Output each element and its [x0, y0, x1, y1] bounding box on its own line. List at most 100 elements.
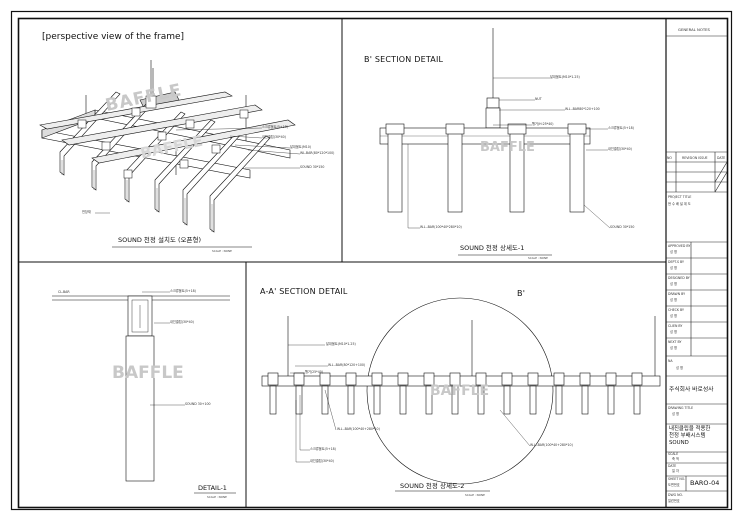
watermark-section-b: BAFFLE	[480, 140, 535, 155]
baffle-clip	[267, 372, 279, 386]
baffle-clip	[527, 372, 539, 386]
watermark-section-a: BAFFLE	[430, 383, 490, 399]
drawing-title-value: 성 명	[672, 412, 679, 416]
rev-header-issue: REVISION ISSUE	[682, 156, 708, 160]
section-b-callout-2: NUT	[535, 97, 542, 101]
role-designed-label: DESIGNED BY	[668, 276, 690, 280]
role-clien-name: 성 명	[670, 330, 677, 334]
detail1-callout-1: 스크류볼트(5+18)	[170, 289, 196, 293]
role-drawn-name: 성 명	[670, 298, 677, 302]
detail1-callout-2: 내진클립(30*40)	[170, 320, 194, 324]
dwg-label: DWG NO.	[668, 493, 683, 497]
baffle-panel	[581, 385, 589, 415]
baffle-panel	[451, 385, 459, 415]
baffle-clip	[319, 372, 331, 386]
section-a-callout-4: W.L.-BAR(100*40+280*10)	[337, 427, 380, 431]
baffle-panel	[607, 385, 615, 415]
section-b-callout-4: 행거(H:25*40)	[532, 122, 554, 126]
baffle-panel	[373, 385, 381, 415]
rev-header-no: NO	[667, 156, 672, 160]
section-a-callout-7: W.L.-BAR(100*40+280*10)	[530, 443, 573, 447]
role-na-label: NA	[668, 359, 673, 363]
detail1-callout-3: SOUND 30+100	[185, 402, 211, 406]
role-next-name: 성 명	[670, 346, 677, 350]
perspective-callout-3: 달대볼트(M10)	[290, 145, 312, 149]
perspective-caption: SOUND 천정 설치도 (오픈형)	[118, 236, 201, 244]
section-a-heading: A-A' SECTION DETAIL	[260, 287, 348, 296]
role-drawn-label: DRAWN BY	[668, 292, 686, 296]
project-title-label: PROJECT TITLE	[668, 195, 692, 199]
baffle-clip	[631, 372, 643, 386]
baffle-clip	[345, 372, 357, 386]
baffle-clip	[397, 372, 409, 386]
sheet-label: SHEET NO.	[668, 477, 686, 481]
section-b-caption: SOUND 천정 상세도-1	[460, 244, 525, 252]
baffle-panel	[425, 385, 433, 415]
drawing-name-line-2: 천정 부배시스템	[669, 433, 706, 439]
detail1-caption: DETAIL-1	[198, 484, 227, 492]
section-a-drawing	[261, 297, 661, 485]
detail1-left-label: CL-BAR	[58, 290, 70, 294]
section-b-callout-7: 내진클립(30*40)	[608, 147, 632, 151]
date-value: 일 자	[672, 469, 679, 473]
perspective-callout-5: SOUND 30*150	[300, 165, 325, 169]
baffle-panel	[555, 385, 563, 415]
baffle-panel	[399, 385, 407, 415]
watermark-detail1: BAFFLE	[112, 363, 184, 383]
baffle-clip	[449, 372, 461, 386]
baffle-panel	[633, 385, 641, 415]
project-title-value: 현 수 배 설 계 도	[668, 202, 691, 206]
section-a-callout-1: 달대볼트(M10*1.25)	[326, 342, 356, 346]
section-b-callout-3: W.L.-BAR80*120+100	[565, 107, 600, 111]
baffle-clip	[553, 372, 565, 386]
section-b-callout-5: 스크류볼트(5+18)	[608, 126, 634, 130]
section-b-scale: SCALE : NONE	[528, 256, 548, 260]
perspective-heading: [perspective view of the frame]	[42, 32, 185, 42]
section-a-scale: SCALE : NONE	[465, 493, 485, 497]
detail1-drawing	[52, 291, 230, 482]
role-na-name: 성 명	[676, 366, 683, 370]
section-a-callout-6: 내진클립(30*40)	[310, 459, 334, 463]
baffle-clip	[579, 372, 591, 386]
section-b-callout-1: 달대볼트(M10*1.25)	[550, 75, 580, 79]
perspective-callout-1: 스크류볼트(5+18)	[262, 125, 288, 129]
baffle-clip	[501, 372, 513, 386]
baffle-panel	[269, 385, 277, 415]
company-name: 주식회사 바로성사	[669, 387, 714, 393]
title-block-lines	[666, 35, 728, 492]
section-b-callout-6: W.L.-BAR(100*40*280*10)	[420, 225, 462, 229]
section-b-heading: B' SECTION DETAIL	[364, 55, 444, 64]
perspective-callout-2: 내진클립(30*40)	[262, 135, 286, 139]
detail1-scale: SCALE : NONE	[207, 495, 227, 499]
general-notes-label: GENERAL NOTES	[678, 27, 710, 32]
role-check-name: 성 명	[670, 314, 677, 318]
role-next-label: NEXT BY	[668, 340, 682, 344]
section-a-circle-label: B'	[517, 289, 526, 298]
baffle-panel	[347, 385, 355, 415]
section-b-drawing	[379, 28, 611, 229]
baffle-panel	[321, 385, 329, 415]
section-a-callout-3: 행거(25*40)	[305, 370, 324, 374]
baffle-panel	[477, 385, 485, 415]
drawing-name-line-1: 내진클립을 적용한	[669, 426, 711, 432]
scale-label: SCALE	[668, 452, 679, 456]
drawing-title-label: DRAWING TITLE	[668, 406, 694, 410]
role-check-label: CHECK BY	[668, 308, 684, 312]
scale-value: 축 척	[672, 457, 679, 461]
perspective-callout-6: 천장재	[82, 210, 91, 214]
dwg-sub: 일련번호	[668, 499, 680, 503]
section-a-caption: SOUND 천정 상세도-2	[400, 482, 465, 490]
section-a-callout-5: 스크류볼트(5+18)	[310, 447, 336, 451]
section-b-callout-8: SOUND 30*150	[610, 225, 635, 229]
sheet-number: BARO-04	[690, 479, 720, 487]
drawing-name-line-3: SOUND	[669, 440, 689, 446]
rev-header-date: DATE	[717, 156, 726, 160]
role-clien-label: CLIEN BY	[668, 324, 683, 328]
baffle-panel	[503, 385, 511, 415]
perspective-drawing	[39, 60, 301, 233]
date-label: DATE	[668, 464, 677, 468]
baffle-clip	[475, 372, 487, 386]
role-approved-label: APPROVED BY	[668, 244, 691, 248]
baffle-clip	[423, 372, 435, 386]
